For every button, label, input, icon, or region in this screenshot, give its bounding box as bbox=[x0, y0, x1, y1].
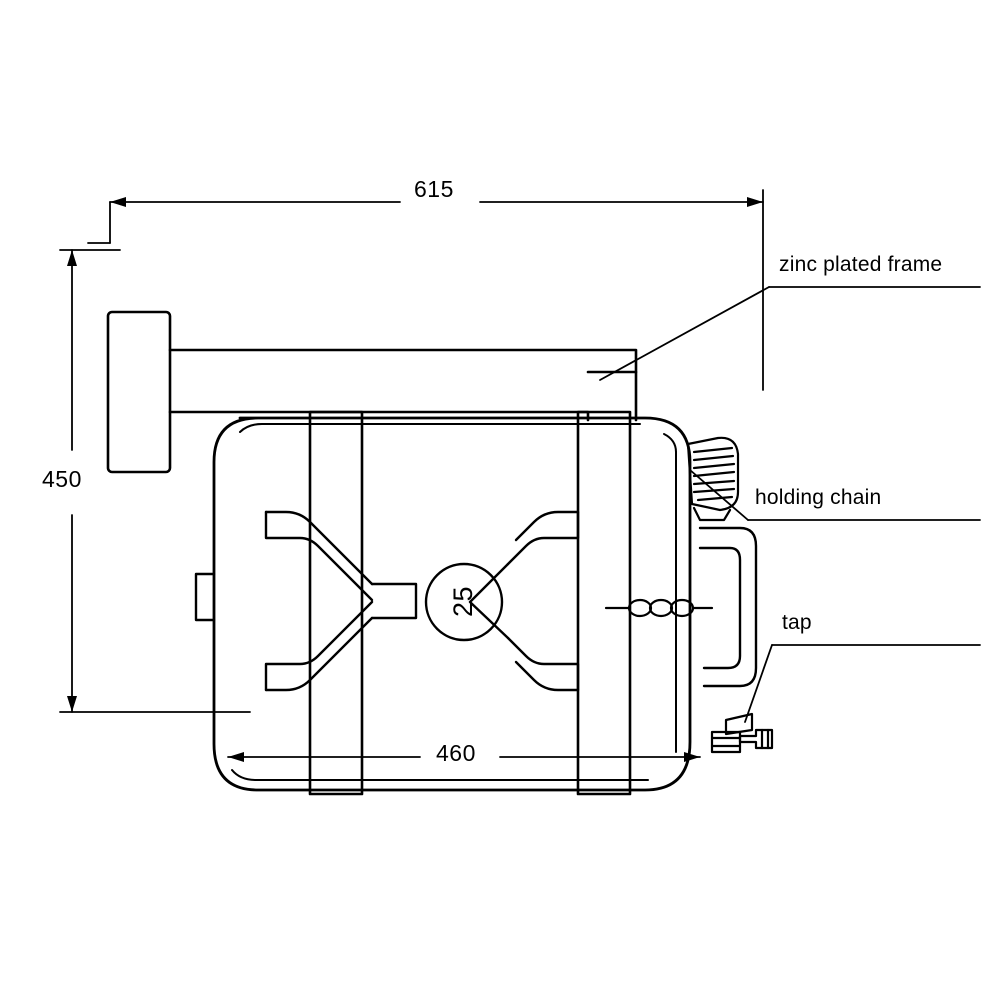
callout-label-zinc-plated-frame: zinc plated frame bbox=[779, 253, 943, 276]
frame-strap-left bbox=[308, 410, 364, 796]
callout-label-tap: tap bbox=[782, 611, 812, 634]
dimension-450-line bbox=[59, 249, 251, 713]
callout-leaders bbox=[599, 286, 981, 723]
capacity-stamp-label: 25 bbox=[448, 585, 479, 618]
tank-contour-lines bbox=[231, 423, 677, 781]
fill-cap-knob bbox=[686, 436, 740, 522]
frame-strap-right bbox=[576, 410, 632, 796]
tap-assembly bbox=[710, 712, 774, 754]
frame-arm-assembly bbox=[106, 310, 638, 474]
dimension-label-460: 460 bbox=[436, 740, 476, 766]
dimension-label-450: 450 bbox=[42, 466, 82, 492]
side-grip-recess bbox=[194, 572, 216, 622]
dimension-615-line bbox=[87, 189, 764, 391]
dimension-label-615: 615 bbox=[414, 176, 454, 202]
right-bracket-loop bbox=[698, 526, 758, 688]
capacity-stamp-circle bbox=[424, 562, 504, 642]
tank-body bbox=[212, 416, 692, 792]
holding-chain bbox=[604, 598, 714, 618]
tank-rib-pattern bbox=[264, 510, 580, 692]
callout-label-holding-chain: holding chain bbox=[755, 486, 882, 509]
